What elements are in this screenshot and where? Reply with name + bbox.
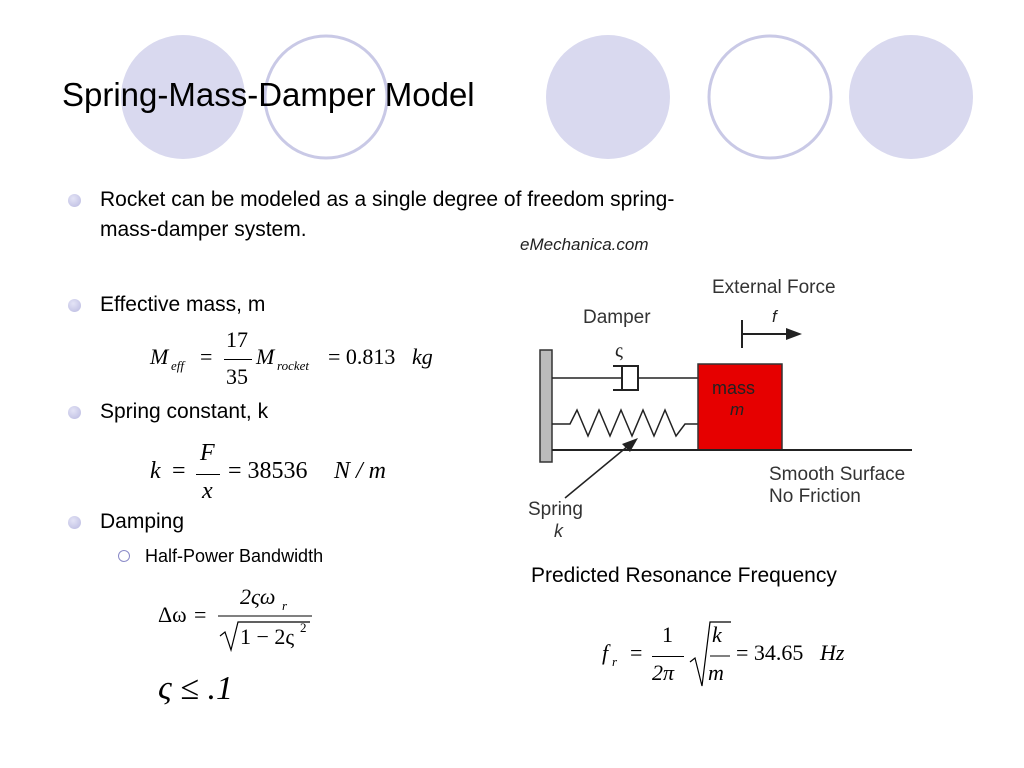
spring-pointer-head (622, 438, 638, 452)
deco-circle-4 (707, 34, 833, 160)
eq-fr-lhs-sub: r (612, 654, 618, 669)
diagram-watermark: eMechanica.com (520, 235, 649, 254)
bullet-dot (68, 406, 81, 419)
bullet-dot (68, 194, 81, 207)
spring-coil (552, 408, 698, 438)
sub-bullet-text: Half-Power Bandwidth (145, 546, 324, 566)
force-arrow-head (786, 328, 802, 340)
eq-dw-den: 1 − 2ς (240, 624, 295, 649)
wall (539, 349, 553, 463)
eq-meff-m-sub: rocket (277, 358, 309, 373)
eq-fr-num: 1 (662, 622, 673, 647)
deco-circle-1 (121, 35, 245, 159)
eq-dw-lhs: Δω (158, 602, 187, 627)
bullet-spring-constant: Spring constant, k (68, 397, 269, 427)
resonance-caption: Predicted Resonance Frequency (531, 564, 837, 587)
bullet-effective-mass: Effective mass, m (68, 290, 266, 320)
eq-fr-rhs: = 34.65 (736, 640, 804, 665)
eq-meff-lhs-sub: eff (171, 358, 184, 373)
bullet-spring-constant-text: Spring constant, k (100, 400, 269, 423)
eq-meff-lhs: M (150, 344, 169, 369)
bullet-dot (68, 516, 81, 529)
eq-meff-unit: kg (412, 344, 433, 369)
force-symbol: f (772, 307, 779, 326)
equation-bandwidth: Δω = 2ςω r 1 − 2ς 2 (158, 582, 328, 654)
eq-meff-rhs: = 0.813 (328, 344, 396, 369)
mass-block (697, 363, 783, 451)
eq-meff-num: 17 (226, 327, 248, 352)
eq-dw-radical (218, 615, 312, 653)
eq-fr-unit: Hz (820, 640, 845, 665)
deco-circle-3 (546, 35, 670, 159)
deco-circle-5 (849, 35, 973, 159)
eq-k-rhs: = 38536 (228, 458, 308, 484)
equation-effective-mass: M eff = 17 35 M rocket = 0.813 kg (150, 327, 433, 389)
eq-fr-fraction-bar (652, 656, 684, 657)
eq-k-lhs: k (150, 458, 161, 484)
eq-meff-den: 35 (226, 364, 248, 389)
bullet-rocket: Rocket can be modeled as a single degree… (68, 185, 675, 245)
bullet-dot (68, 299, 81, 312)
sub-bullet-ring (118, 550, 130, 562)
label-spring: Spring (528, 499, 583, 520)
equation-resonance-frequency: f r = 1 2π k m = 34.65 Hz (602, 620, 862, 692)
deco-circle-2 (263, 34, 389, 160)
eq-meff-m: M (256, 344, 275, 369)
label-external-force: External Force (712, 277, 836, 298)
eq-k-unit: N / m (334, 458, 387, 484)
mass-symbol: m (730, 400, 744, 419)
equation-spring-constant: k = F x = 38536 N / m (150, 440, 387, 504)
eq-meff-fraction-bar (224, 359, 252, 360)
eq-dw-num-sub: r (282, 598, 288, 613)
bullet-rocket-line1: Rocket can be modeled as a single degree… (100, 188, 675, 211)
eq-fr-lhs: f (602, 640, 609, 665)
spring-symbol: k (554, 521, 564, 541)
mass-label: mass (712, 378, 755, 398)
spring-pointer (564, 445, 629, 499)
eq-dw-num: 2ςω (240, 584, 276, 609)
spring-mass-damper-diagram: eMechanica.com External Force f Damper ς… (520, 235, 912, 541)
decorative-circles (121, 34, 973, 160)
bullet-rocket-line2: mass-damper system. (100, 218, 307, 241)
eq-k-num: F (200, 440, 215, 466)
bullet-damping-text: Damping (100, 510, 185, 533)
label-surface-line1: Smooth Surface (769, 464, 905, 485)
sub-bullet-half-power: Half-Power Bandwidth (118, 546, 324, 567)
label-damper: Damper (583, 307, 651, 328)
eq-dw-den-sup: 2 (300, 620, 307, 635)
label-surface-line2: No Friction (769, 486, 861, 507)
slide-title: Spring-Mass-Damper Model (62, 76, 475, 113)
bullet-effective-mass-text: Effective mass, m (100, 293, 266, 316)
bullet-damping: Damping (68, 507, 185, 537)
eq-fr-radical (689, 621, 731, 687)
damper-symbol: ς (615, 340, 623, 362)
eq-k-den: x (202, 478, 213, 504)
eq-fr-rad-num: k (712, 622, 722, 647)
equation-damping-limit: ς ≤ .1 (158, 670, 233, 707)
eq-fr-den: 2π (652, 660, 675, 685)
eq-k-fraction-bar (196, 474, 220, 475)
eq-fr-rad-den: m (708, 660, 724, 685)
